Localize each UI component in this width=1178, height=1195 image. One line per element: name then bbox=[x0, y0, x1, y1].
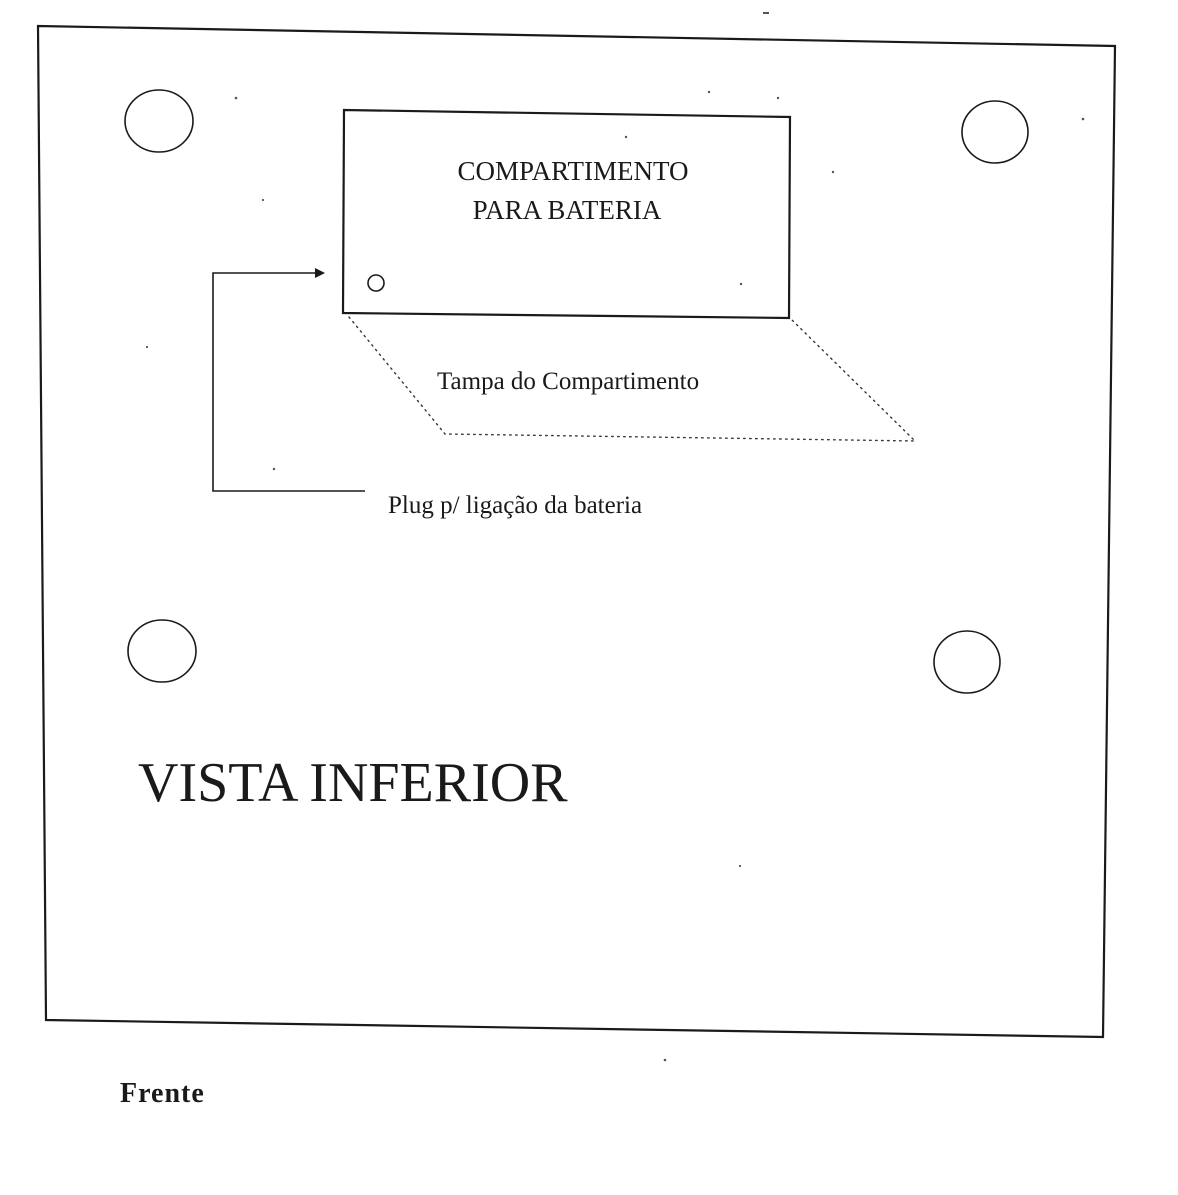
mounting-foot-top-right bbox=[961, 100, 1029, 164]
compartment-lid-label: Tampa do Compartimento bbox=[437, 368, 699, 395]
compartment-label-line2: PARA BATERIA bbox=[473, 195, 662, 225]
scan-specks bbox=[145, 12, 1085, 1062]
battery-compartment-box bbox=[341, 108, 792, 320]
plug-hole bbox=[367, 274, 385, 292]
compartment-lid-outline bbox=[348, 316, 917, 442]
plug-leader-line bbox=[212, 272, 365, 492]
mounting-foot-top-left bbox=[124, 89, 194, 153]
view-title: VISTA INFERIOR bbox=[138, 752, 568, 814]
enclosure-outline bbox=[36, 24, 1117, 1039]
mounting-foot-bottom-left bbox=[127, 619, 197, 683]
front-label: Frente bbox=[120, 1078, 205, 1109]
mounting-foot-bottom-right bbox=[933, 630, 1001, 694]
compartment-label-line1: COMPARTIMENTO bbox=[458, 156, 689, 186]
plug-leader-arrowhead bbox=[315, 268, 325, 278]
battery-plug-label: Plug p/ ligação da bateria bbox=[388, 492, 642, 519]
